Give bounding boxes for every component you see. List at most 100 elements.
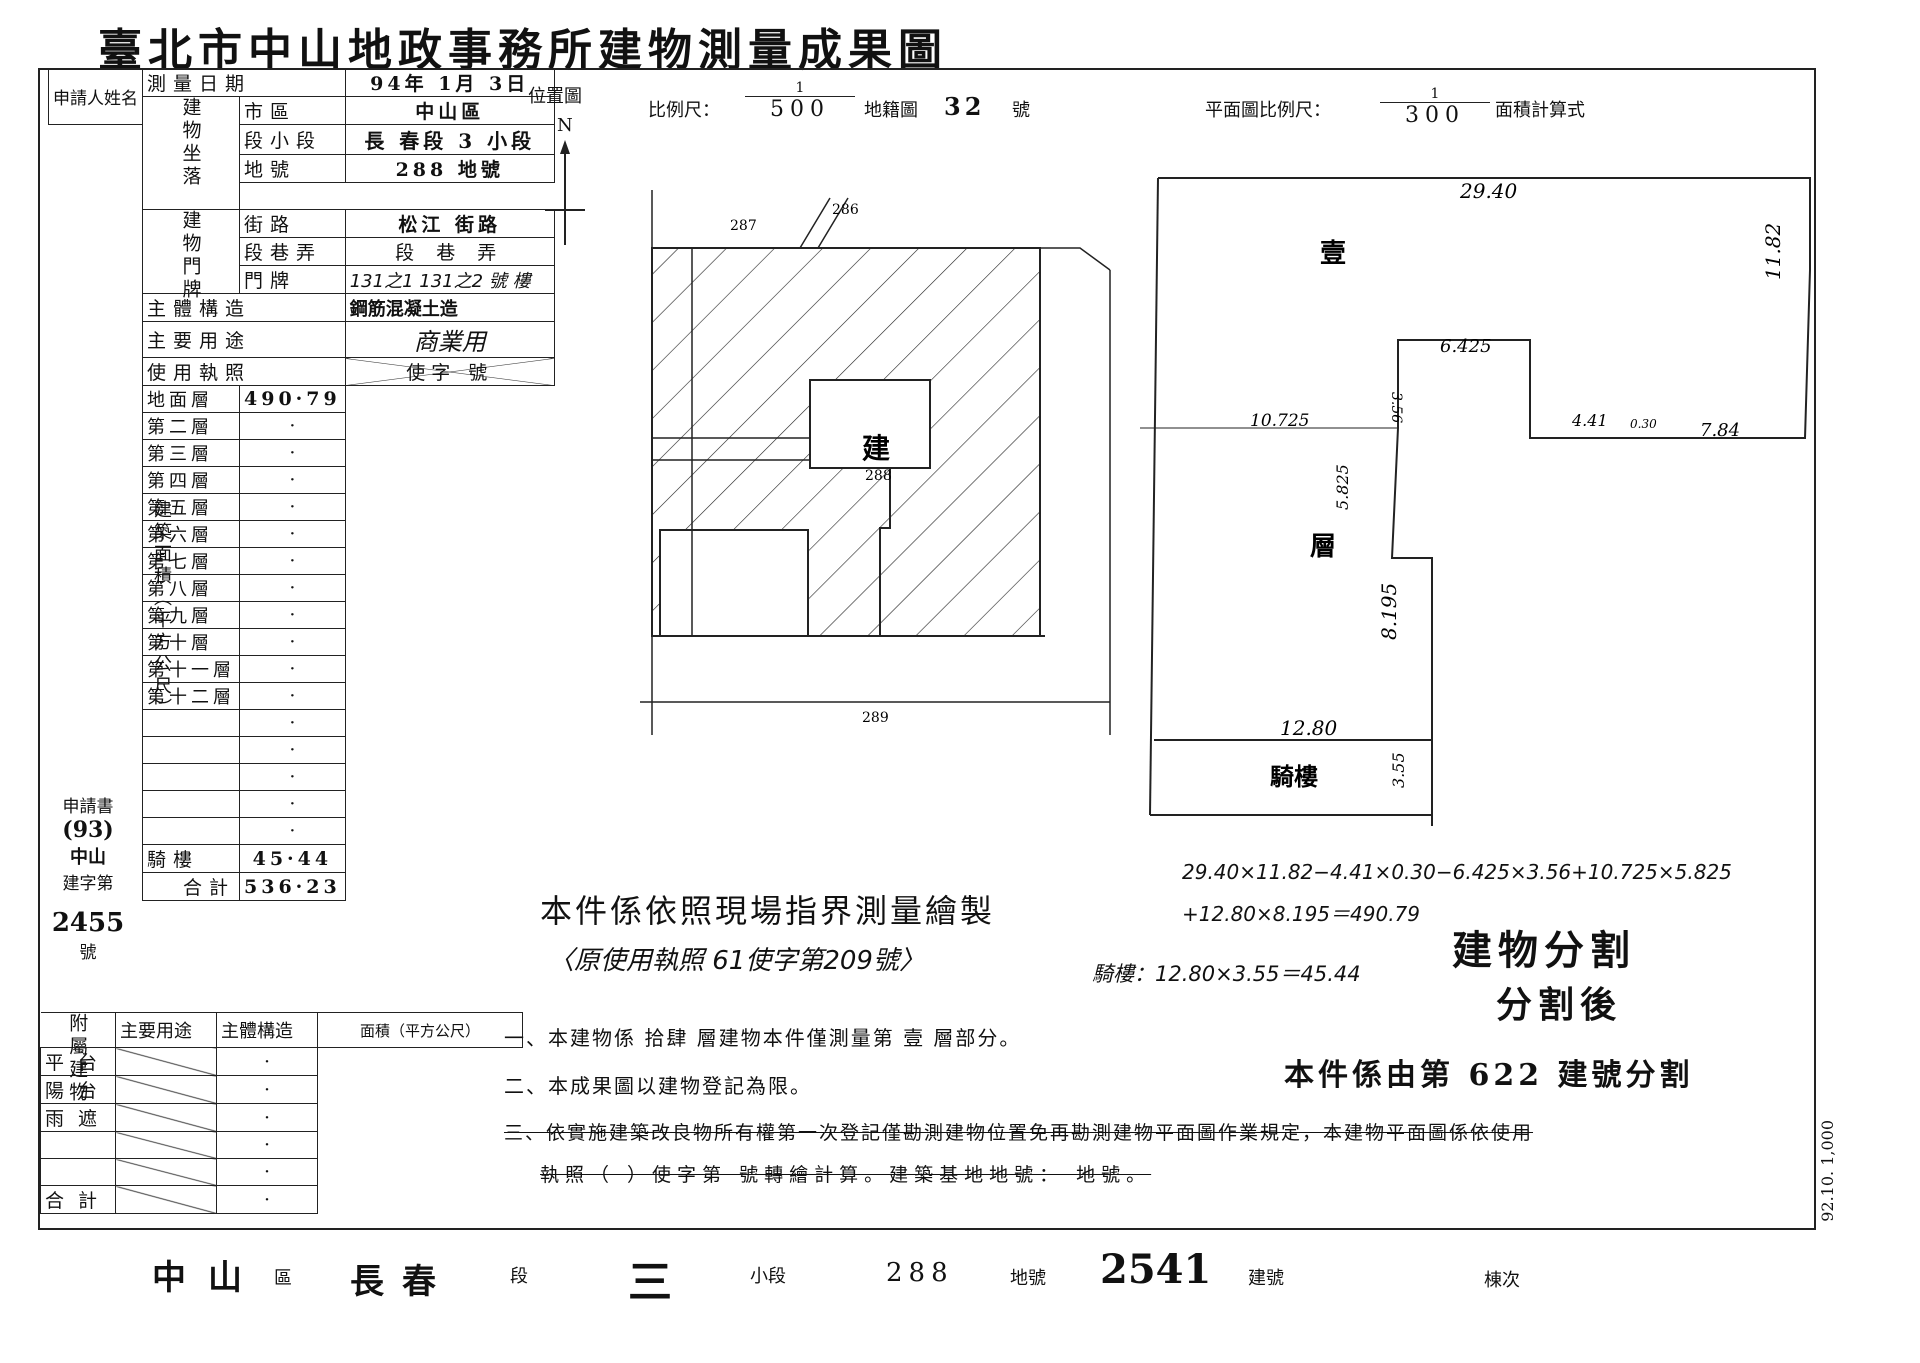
dim-0-30: 0.30: [1630, 417, 1657, 431]
dim-5-825: 5.825: [1333, 464, 1352, 510]
arcade-calc: 騎樓：12.80×3.55＝45.44: [1092, 962, 1361, 986]
floor-row: 第七層·: [49, 547, 555, 575]
lane: 段 巷 弄: [344, 237, 555, 266]
attached-header-area: 面積（平方公尺）: [317, 1012, 524, 1048]
form-version-date: 92.10. 1,000: [1818, 1120, 1837, 1222]
district: 中山區: [344, 96, 555, 125]
attached-use: 平台: [39, 1047, 117, 1076]
attached-row: 陽台·: [39, 1075, 523, 1104]
floor-area: ·: [239, 628, 346, 656]
floor-label-one: 壹: [1320, 239, 1346, 269]
location-group-label: 建物坐落: [142, 96, 240, 210]
floor-plan-drawing: 29.40 11.82 6.425 3.56 4.41 0.30 7.84 10…: [1140, 177, 1811, 826]
lot-label-286: 286: [832, 202, 859, 218]
structure-label: 主體構造: [142, 293, 346, 322]
structure: 鋼筋混凝土造: [344, 293, 555, 322]
bottom-section: 長春: [350, 1262, 454, 1302]
main-frame: [38, 68, 1816, 1230]
floor-name: [142, 763, 240, 791]
dim-4-41: 4.41: [1571, 411, 1608, 430]
floor-name: 地面層: [142, 385, 240, 413]
lane-label: 段巷弄: [239, 237, 346, 266]
floor-name: 第二層: [142, 412, 240, 440]
attached-use: 陽台: [39, 1075, 117, 1104]
attached-row: 合計 ·: [39, 1185, 523, 1214]
floor-row: 第二層·: [49, 412, 555, 440]
attached-row: 雨遮 ·: [39, 1103, 523, 1132]
floor-area: ·: [239, 520, 346, 548]
map-scale-num: 1: [795, 80, 805, 96]
street: 松江 街路: [344, 209, 555, 238]
floor-name: 第十二層: [142, 682, 240, 710]
floor-row: ·: [49, 709, 555, 737]
street-label: 街路: [239, 209, 346, 238]
floor-area: ·: [239, 817, 346, 845]
attached-row: ·: [39, 1131, 523, 1159]
floor-area: ·: [239, 601, 346, 629]
arcade-label: 騎樓: [142, 844, 240, 873]
north-arrow-label: N: [557, 115, 573, 136]
floor-row: 第六層·: [49, 520, 555, 548]
floor-name: [142, 790, 240, 818]
registration-form: 申請人姓名 測量日期 94年 1月 3日 建物坐落 市區 中山區 段小段 長 春…: [48, 68, 555, 901]
floor-row: 第十二層·: [49, 682, 555, 710]
floor-name: [142, 736, 240, 764]
lot-label-288: 288: [865, 468, 892, 484]
attached-use: [39, 1131, 117, 1159]
document-title: 臺北市中山地政事務所建物測量成果圖: [98, 25, 948, 76]
map-scale-den: 500: [745, 96, 855, 122]
floor-area: ·: [239, 412, 346, 440]
attached-area: ·: [216, 1047, 319, 1076]
floor-row: ·: [49, 817, 555, 845]
attached-area: ·: [216, 1185, 319, 1214]
survey-date-label: 測量日期: [142, 68, 346, 97]
bottom-section-suffix: 段: [510, 1266, 528, 1287]
floor-area: ·: [239, 682, 346, 710]
floor-row: 第十層·: [49, 628, 555, 656]
attached-structure: [115, 1185, 218, 1214]
floor-area: ·: [239, 466, 346, 494]
floor-name: 第十層: [142, 628, 240, 656]
attached-use: 雨遮: [39, 1103, 117, 1132]
survey-statement: 本件係依照現場指界測量繪製: [540, 892, 996, 930]
floor-label-level: 層: [1310, 532, 1336, 562]
floor-name: 第四層: [142, 466, 240, 494]
attached-structure: [115, 1047, 218, 1076]
north-arrow-icon: [545, 140, 585, 245]
attached-group-label: 附屬建物: [40, 1012, 117, 1105]
bottom-lot-suffix: 地號: [1010, 1268, 1046, 1289]
attached-header-use: 主要用途: [115, 1012, 218, 1048]
application-office: 中山: [70, 847, 106, 868]
plan-scale-den: 300: [1380, 102, 1490, 128]
area-calc-line1: 29.40×11.82−4.41×0.30−6.425×3.56+10.725×…: [1182, 860, 1732, 884]
dim-10-725: 10.725: [1250, 411, 1309, 431]
attached-area: ·: [216, 1103, 319, 1132]
attached-use: 合計: [39, 1185, 117, 1214]
dim-11-82: 11.82: [1761, 223, 1785, 280]
floor-name: [142, 709, 240, 737]
cadastral-number: 32: [944, 92, 986, 121]
dim-3-55: 3.55: [1389, 752, 1408, 788]
district-label: 市區: [239, 96, 346, 125]
bottom-lot: 288: [886, 1258, 954, 1288]
lot-label: 地號: [239, 154, 346, 183]
permit: 使字 號: [344, 357, 555, 386]
dim-8-195: 8.195: [1377, 583, 1401, 640]
application-year: (93): [62, 817, 114, 843]
dim-7-84: 7.84: [1700, 420, 1740, 441]
floor-row: ·: [49, 790, 555, 818]
permit-label: 使用執照: [142, 357, 346, 386]
door-number: 131之1 131之2 號 樓: [344, 265, 555, 294]
floor-area: ·: [239, 790, 346, 818]
note-2: 二、本成果圖以建物登記為限。: [504, 1074, 812, 1098]
attached-structure: [115, 1103, 218, 1132]
total-label: 合計: [142, 872, 240, 901]
attached-header-structure: 主體構造: [216, 1012, 319, 1048]
applicant-label: 申請人姓名: [48, 68, 143, 125]
floor-row: 第三層·: [49, 439, 555, 467]
dim-6-425: 6.425: [1440, 336, 1492, 357]
cadastral-suffix: 號: [1012, 100, 1030, 121]
original-permit: 〈原使用執照 61使字第209號〉: [548, 946, 925, 976]
floor-row: ·: [49, 736, 555, 764]
